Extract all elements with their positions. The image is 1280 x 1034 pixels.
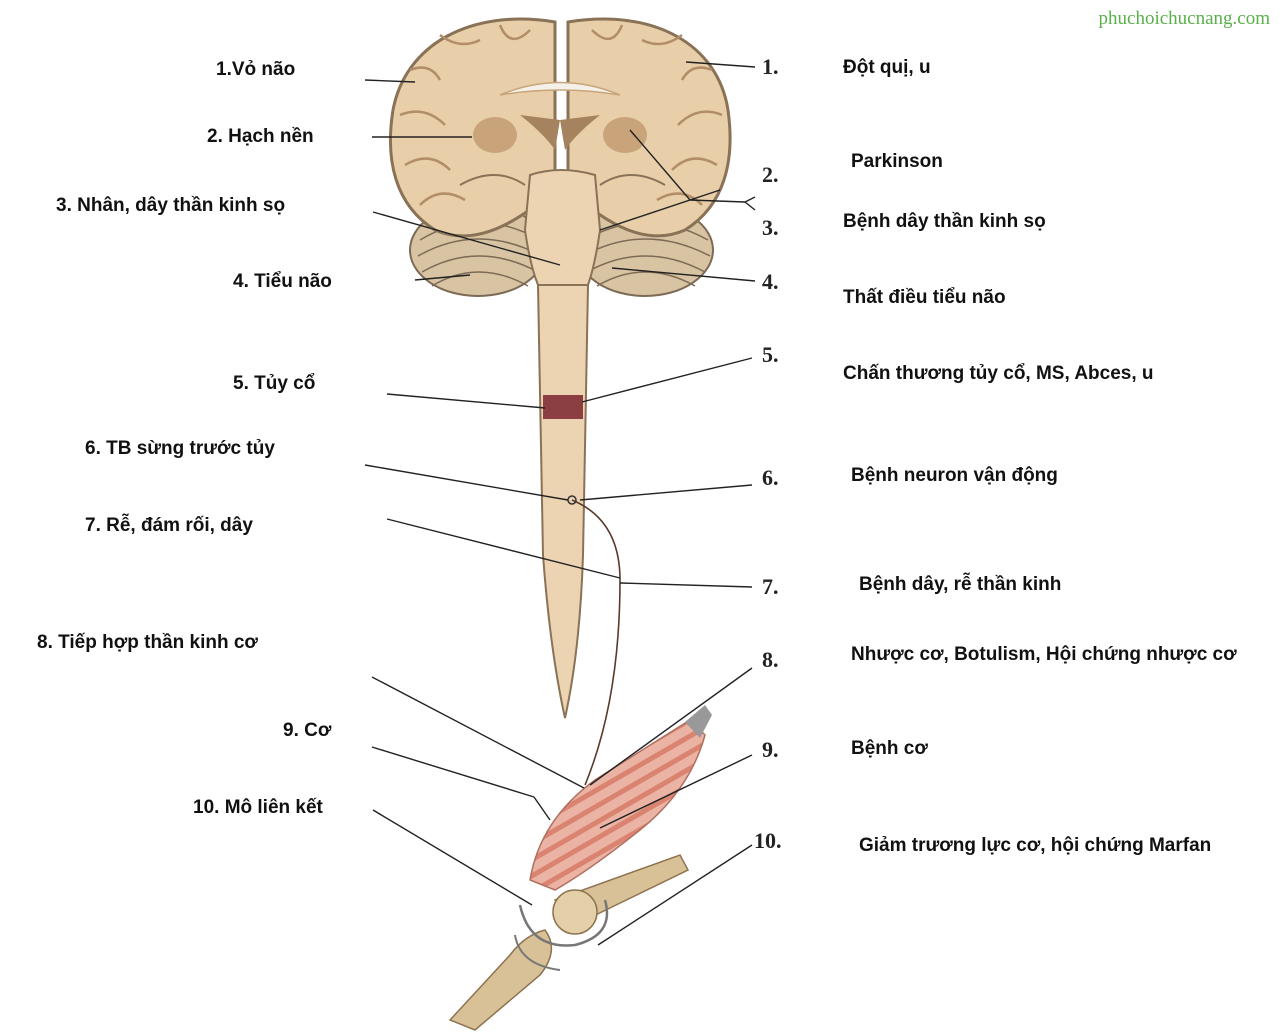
brainstem (523, 169, 602, 286)
number-6: 6. (762, 465, 779, 490)
nerve-fiber (571, 499, 621, 786)
cervical-lesion (543, 395, 583, 419)
disease-4: Thất điều tiểu não (843, 287, 1006, 308)
label-anterior-horn: 6. TB sừng trước tủy (85, 438, 275, 459)
label-connective-tissue: 10. Mô liên kết (193, 797, 323, 818)
disease-10: Giảm trương lực cơ, hội chứng Marfan (859, 835, 1212, 856)
number-10: 10. (754, 828, 782, 853)
number-9: 9. (762, 737, 779, 762)
disease-6: Bệnh neuron vận động (851, 465, 1058, 486)
label-roots-plexus: 7. Rễ, đám rối, dây (85, 515, 253, 536)
number-2: 2. (762, 162, 779, 187)
number-5: 5. (762, 342, 779, 367)
watermark-text: phuchoichucnang.com (1098, 8, 1270, 29)
label-nmj: 8. Tiếp hợp thần kinh cơ (37, 632, 258, 653)
label-cervical-cord: 5. Tủy cổ (233, 373, 316, 394)
number-1: 1. (762, 54, 779, 79)
disease-3: Bệnh dây thần kinh sọ (843, 211, 1046, 232)
number-8: 8. (762, 647, 779, 672)
disease-1: Đột quị, u (843, 57, 931, 78)
label-cortex: 1.Vỏ não (216, 59, 296, 80)
disease-9: Bệnh cơ (851, 738, 928, 759)
label-muscle: 9. Cơ (283, 720, 332, 741)
disease-7: Bệnh dây, rễ thần kinh (859, 574, 1062, 595)
number-7: 7. (762, 574, 779, 599)
brain-cerebrum (389, 17, 732, 238)
leader-lines (364, 61, 756, 946)
knee-joint (448, 854, 690, 1031)
label-basal-ganglia: 2. Hạch nền (207, 126, 314, 147)
label-cranial-nerves: 3. Nhân, dây thần kinh sọ (56, 195, 286, 216)
number-4: 4. (762, 269, 779, 294)
spinal-cord (536, 284, 590, 719)
label-cerebellum: 4. Tiểu não (233, 271, 332, 292)
disease-5: Chấn thương tủy cổ, MS, Abces, u (843, 363, 1154, 384)
tendon-top (685, 705, 712, 738)
number-3: 3. (762, 215, 779, 240)
disease-2: Parkinson (851, 151, 943, 172)
disease-8: Nhược cơ, Botulism, Hội chứng nhược cơ (851, 644, 1237, 665)
